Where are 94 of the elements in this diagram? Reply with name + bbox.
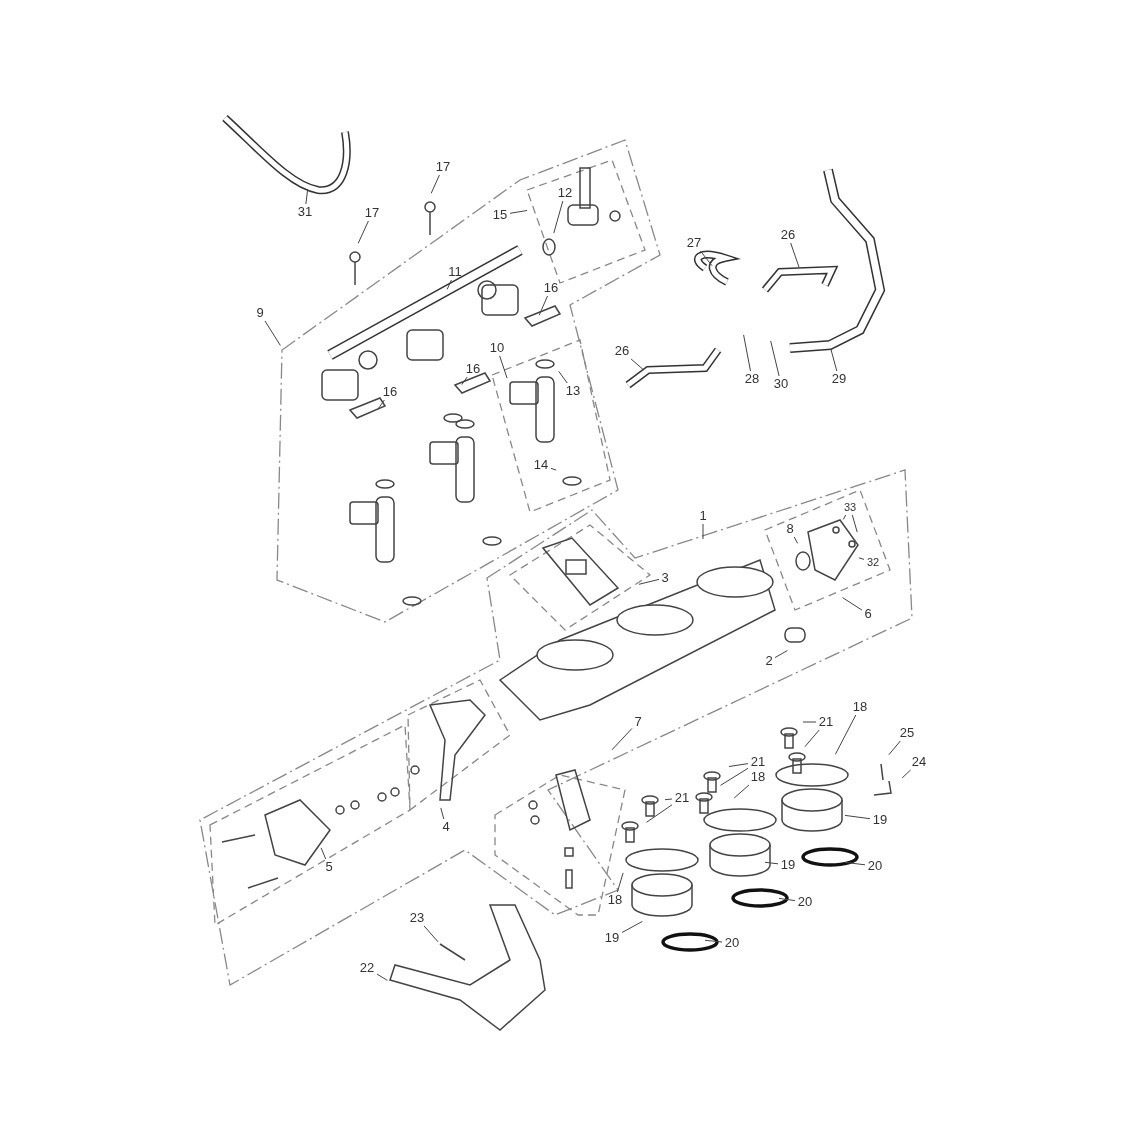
leader-line: [774, 650, 788, 659]
leader-line: [509, 210, 528, 214]
leader-line: [423, 925, 439, 943]
leader-line: [851, 514, 858, 533]
leader-line: [733, 784, 750, 799]
leader-line: [728, 763, 749, 767]
leader-line: [804, 729, 820, 748]
callout-number: 17: [364, 206, 380, 220]
callout-number: 16: [543, 281, 559, 295]
leader-line: [538, 295, 548, 316]
leader-line: [793, 536, 799, 544]
callout-number: 15: [492, 208, 508, 222]
leader-line: [550, 467, 557, 471]
leader-line: [376, 973, 388, 981]
leader-line: [621, 920, 643, 933]
leader-line: [842, 597, 863, 611]
callout-number: 33: [843, 500, 857, 514]
leader-line: [764, 861, 779, 865]
leader-line: [616, 872, 624, 893]
callout-number: 18: [750, 770, 766, 784]
callout-number: 21: [674, 791, 690, 805]
leader-line: [630, 358, 645, 371]
leader-line: [901, 769, 912, 779]
callout-number: 26: [780, 228, 796, 242]
leader-line: [646, 804, 673, 823]
callout-number: 32: [866, 555, 880, 569]
callout-number: 1: [699, 509, 707, 523]
leader-line: [842, 514, 847, 520]
leader-line: [499, 355, 508, 379]
leader-line: [834, 714, 857, 755]
callout-number: 19: [780, 858, 796, 872]
leader-line: [320, 847, 327, 860]
leader-line: [704, 939, 723, 943]
callout-number: 21: [750, 755, 766, 769]
leader-line: [440, 807, 445, 820]
callout-number: 19: [604, 931, 620, 945]
callout-number: 19: [872, 813, 888, 827]
leader-line: [699, 250, 713, 267]
callout-number: 16: [465, 362, 481, 376]
leader-line: [790, 242, 800, 268]
leader-line: [377, 399, 385, 410]
leader-line: [702, 523, 704, 540]
leader-line: [264, 320, 281, 346]
callout-number: 10: [489, 341, 505, 355]
callout-number: 13: [565, 384, 581, 398]
leader-line: [720, 767, 749, 786]
callout-number: 9: [256, 306, 264, 320]
leader-line: [778, 897, 796, 902]
callout-number: 14: [533, 458, 549, 472]
callout-number: 20: [867, 859, 883, 873]
leader-line: [357, 220, 369, 244]
leader-line: [611, 727, 633, 751]
callout-number: 16: [382, 385, 398, 399]
callout-number: 20: [797, 895, 813, 909]
leader-line: [430, 174, 440, 194]
callout-number: 20: [724, 936, 740, 950]
leader-line: [553, 200, 564, 234]
leader-line: [858, 557, 865, 560]
callout-number: 21: [818, 715, 834, 729]
callout-number: 6: [864, 607, 872, 621]
callout-number: 31: [297, 205, 313, 219]
leader-line: [830, 348, 838, 372]
callout-number: 12: [557, 186, 573, 200]
leader-line: [888, 740, 901, 756]
callout-number: 3: [661, 571, 669, 585]
leader-line: [558, 370, 568, 384]
callout-number: 27: [686, 236, 702, 250]
callout-number: 24: [911, 755, 927, 769]
callout-number: 22: [359, 961, 375, 975]
callout-number: 5: [325, 860, 333, 874]
callout-number: 17: [435, 160, 451, 174]
leader-line: [743, 334, 751, 372]
leader-line: [844, 814, 871, 820]
callout-number: 26: [614, 344, 630, 358]
callout-number: 4: [442, 820, 450, 834]
callout-number: 30: [773, 377, 789, 391]
leader-line: [446, 279, 452, 290]
leader-line: [638, 578, 660, 585]
callout-number: 7: [634, 715, 642, 729]
callout-number: 28: [744, 372, 760, 386]
callout-number: 29: [831, 372, 847, 386]
leader-line: [802, 721, 817, 723]
callout-number: 18: [607, 893, 623, 907]
callout-number: 2: [765, 654, 773, 668]
callout-number: 25: [899, 726, 915, 740]
leader-line: [305, 188, 309, 205]
callout-number: 18: [852, 700, 868, 714]
leader-line: [770, 340, 780, 377]
leader-line: [461, 376, 468, 386]
leader-line: [844, 861, 866, 866]
callout-number: 23: [409, 911, 425, 925]
leader-line: [664, 798, 673, 801]
callout-number: 11: [448, 265, 462, 279]
callout-number: 8: [786, 522, 794, 536]
